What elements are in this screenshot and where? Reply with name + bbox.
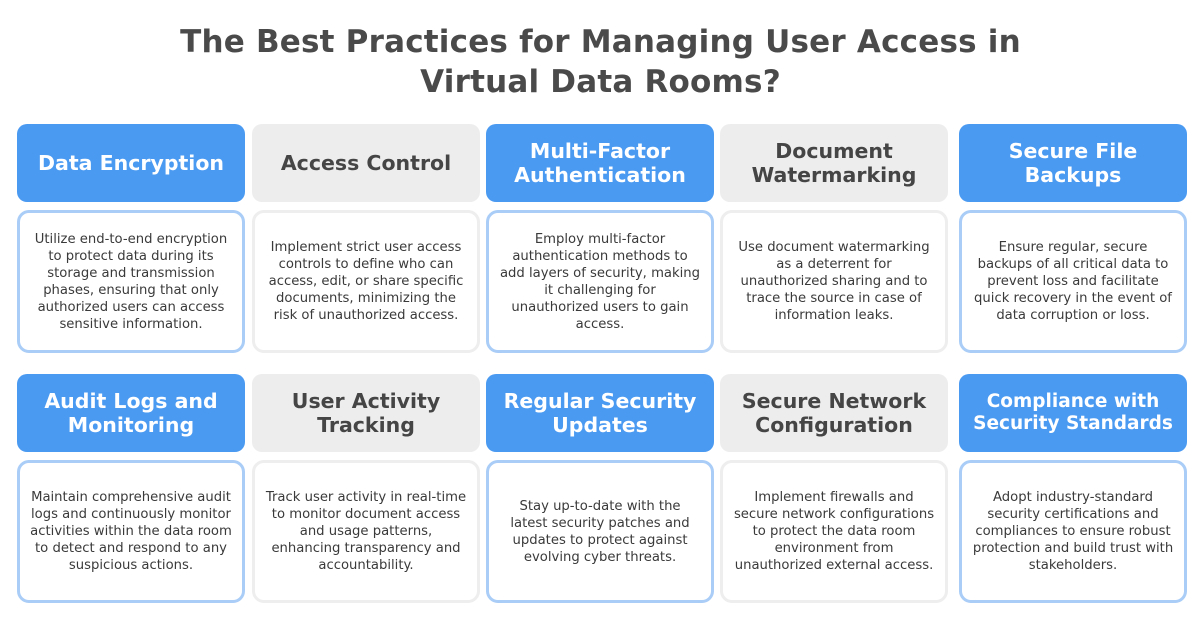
page-title-line-2: Virtual Data Rooms? xyxy=(420,64,781,100)
card-description: Adopt industry-standard security certifi… xyxy=(959,460,1187,603)
card-description: Ensure regular, secure backups of all cr… xyxy=(959,210,1187,353)
page-title: The Best Practices for Managing User Acc… xyxy=(0,22,1201,102)
page-title-line-1: The Best Practices for Managing User Acc… xyxy=(180,24,1021,60)
card-description: Employ multi-factor authentication metho… xyxy=(486,210,714,353)
practices-grid: Data Encryption Utilize end-to-end encry… xyxy=(17,124,1187,616)
card-description: Maintain comprehensive audit logs and co… xyxy=(17,460,245,603)
card-title: Regular Security Updates xyxy=(486,374,714,452)
card-title: Access Control xyxy=(252,124,480,202)
card-title: Document Watermarking xyxy=(720,124,948,202)
card-title: Secure File Backups xyxy=(959,124,1187,202)
card-description: Implement strict user access controls to… xyxy=(252,210,480,353)
card-description: Stay up-to-date with the latest security… xyxy=(486,460,714,603)
card-description: Use document watermarking as a deterrent… xyxy=(720,210,948,353)
card-description: Utilize end-to-end encryption to protect… xyxy=(17,210,245,353)
card-title: Compliance with Security Standards xyxy=(959,374,1187,452)
card-title: Multi-Factor Authentication xyxy=(486,124,714,202)
card-description: Track user activity in real-time to moni… xyxy=(252,460,480,603)
card-title: Audit Logs and Monitoring xyxy=(17,374,245,452)
card-title: Data Encryption xyxy=(17,124,245,202)
card-title: User Activity Tracking xyxy=(252,374,480,452)
card-title: Secure Network Configuration xyxy=(720,374,948,452)
card-description: Implement firewalls and secure network c… xyxy=(720,460,948,603)
